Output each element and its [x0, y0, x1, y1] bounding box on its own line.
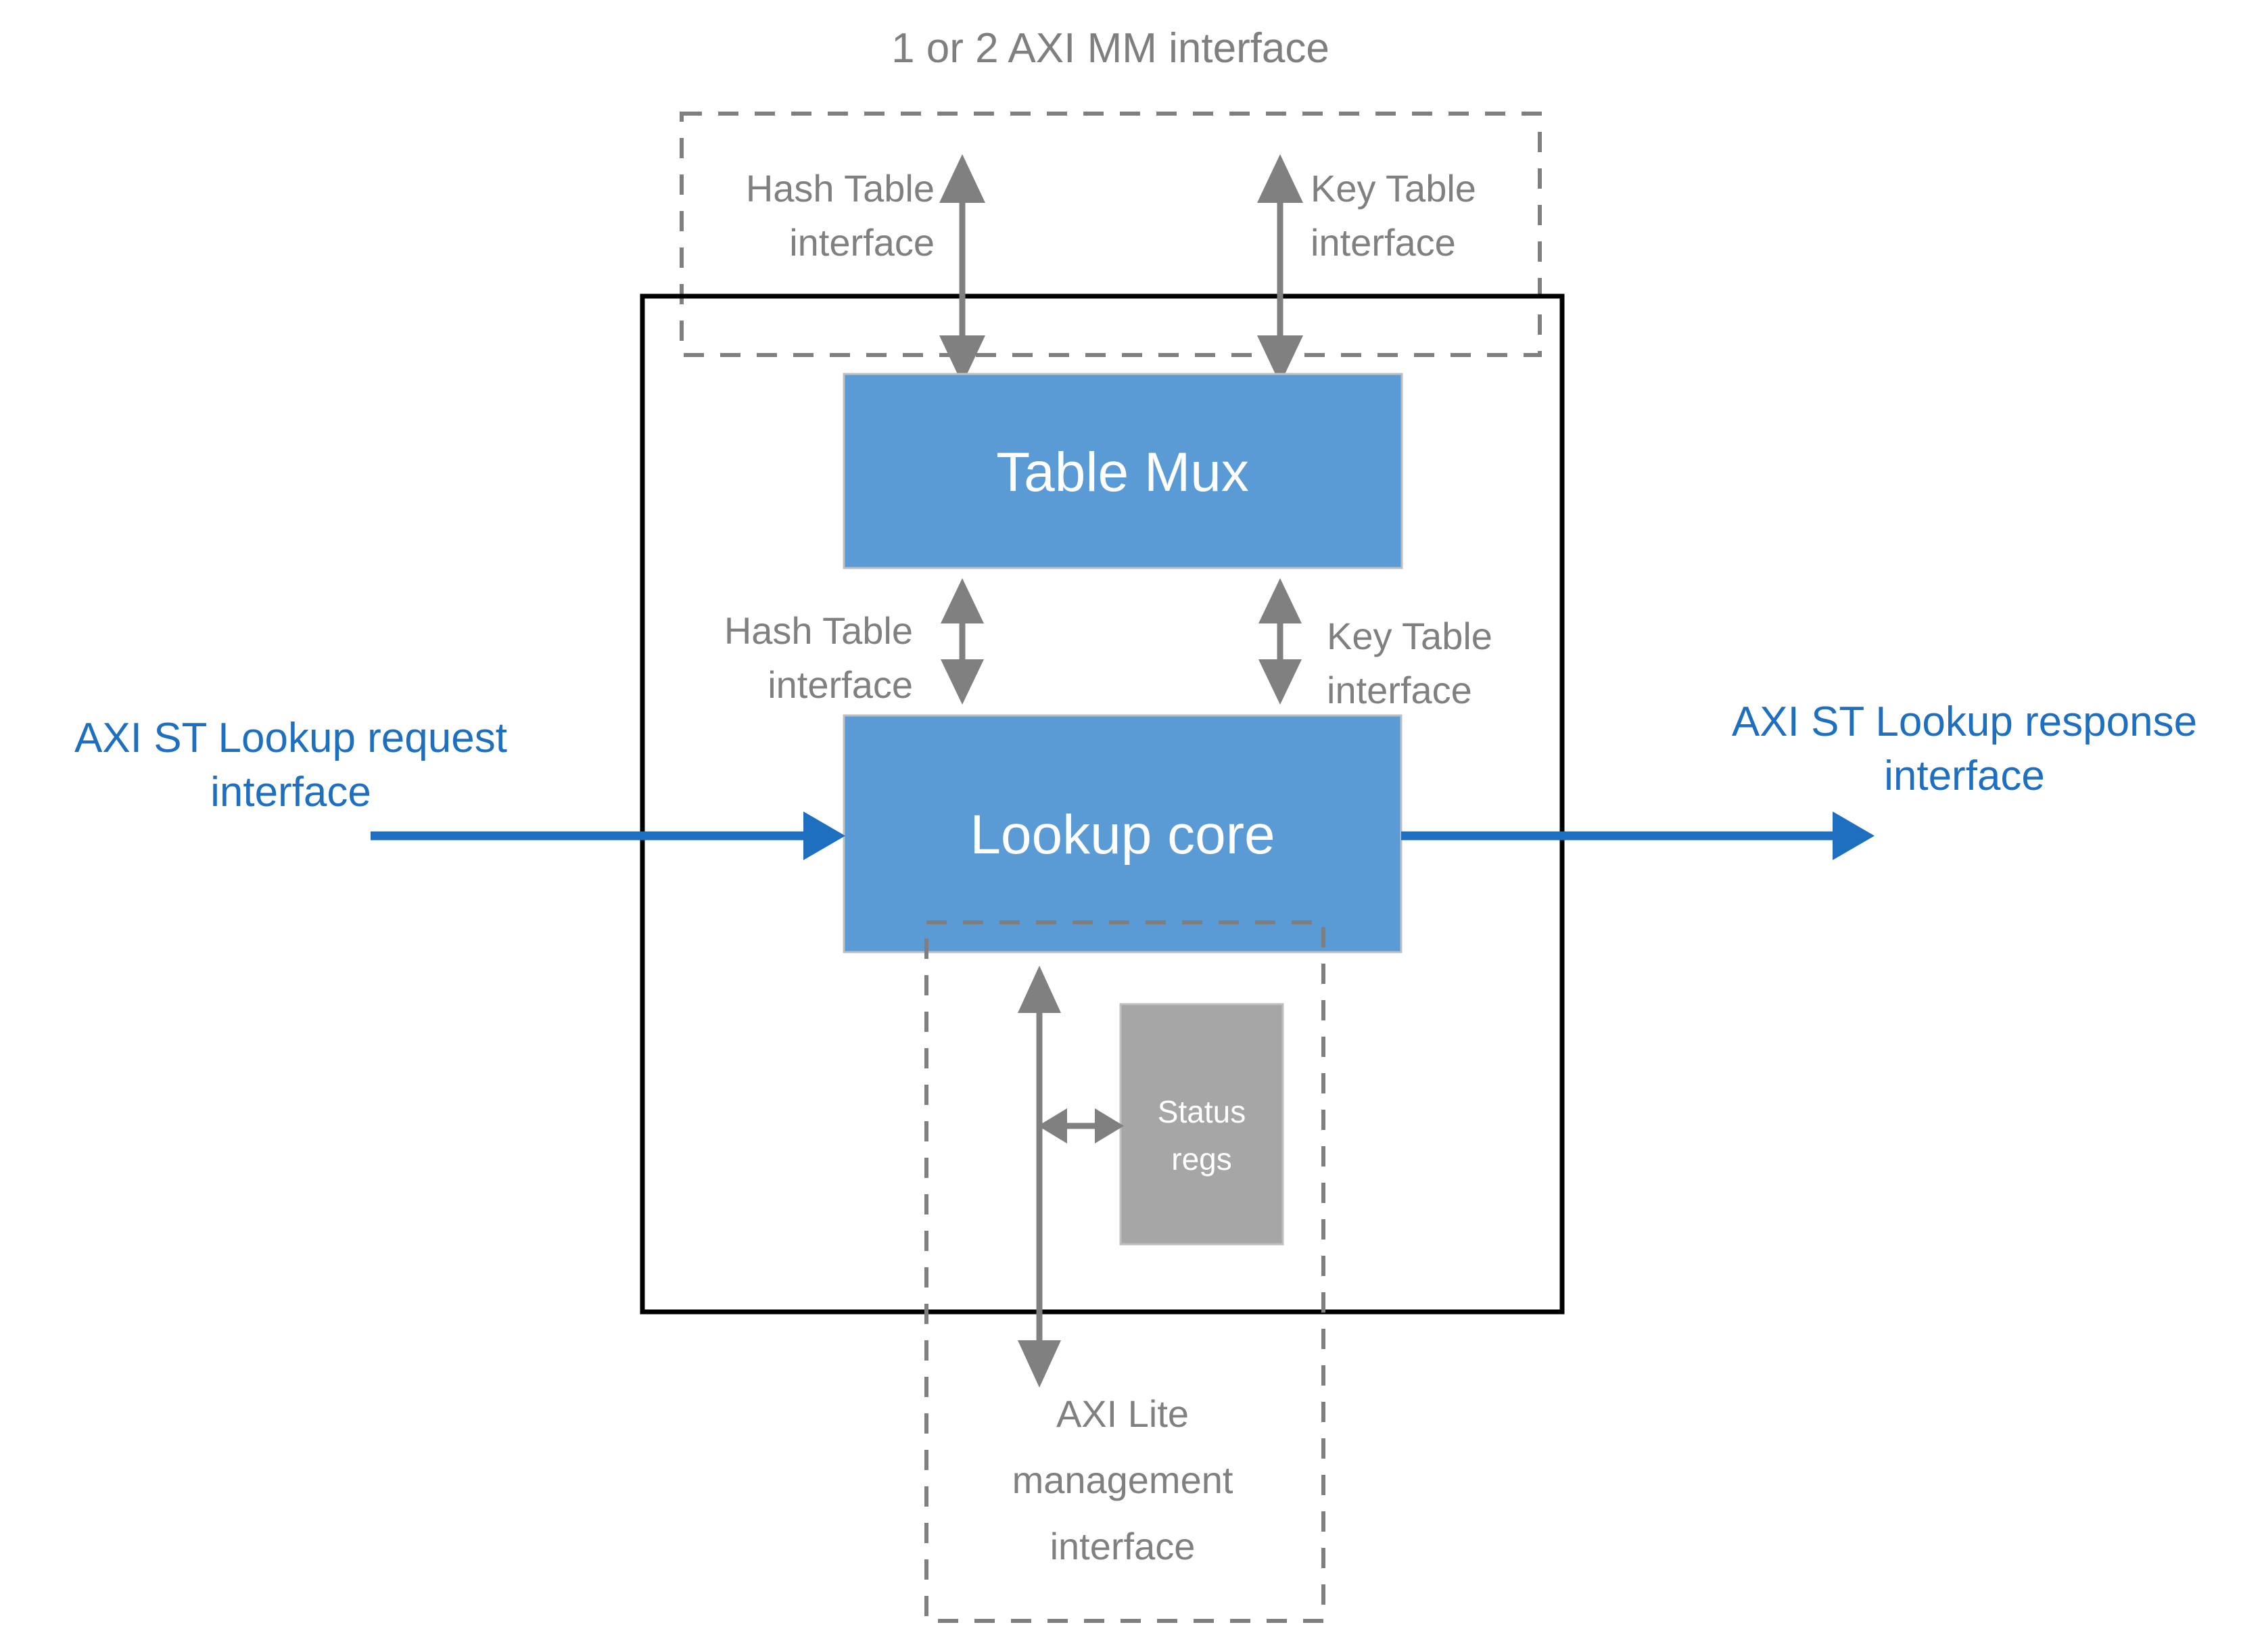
svg-text:AXI ST Lookup response: AXI ST Lookup response: [1732, 699, 2197, 745]
axi-lite-dashed-region: [924, 920, 1325, 1623]
axi-lite-label: AXI Lite management interface: [1012, 1392, 1233, 1567]
svg-text:management: management: [1012, 1459, 1233, 1501]
axi-st-request-arrow: [371, 811, 845, 860]
hash-table-mid-arrow: [941, 578, 984, 705]
status-regs-connector-arrow: [1038, 1108, 1124, 1143]
diagram-title: 1 or 2 AXI MM interface: [891, 25, 1329, 72]
svg-text:interface: interface: [210, 769, 371, 816]
svg-text:interface: interface: [768, 663, 913, 706]
svg-text:interface: interface: [1884, 753, 2045, 799]
svg-text:AXI Lite: AXI Lite: [1056, 1392, 1189, 1435]
lookup-core-block[interactable]: [843, 714, 1403, 953]
key-table-top-label: Key Table interface: [1311, 167, 1476, 264]
svg-text:Key Table: Key Table: [1311, 167, 1476, 210]
hash-table-top-label: Hash Table interface: [746, 167, 935, 264]
key-table-mid-arrow: [1258, 578, 1302, 705]
svg-text:interface: interface: [1050, 1525, 1196, 1567]
svg-text:AXI ST Lookup request: AXI ST Lookup request: [74, 715, 507, 761]
svg-text:interface: interface: [1327, 669, 1472, 711]
axi-lite-arrow: [1018, 966, 1061, 1388]
axi-st-request-label: AXI ST Lookup request interface: [74, 715, 507, 816]
hash-table-top-arrow: [939, 154, 985, 384]
lookup-core-label: Lookup core: [970, 804, 1275, 866]
key-table-mid-label: Key Table interface: [1327, 615, 1492, 711]
axi-st-response-label: AXI ST Lookup response interface: [1732, 699, 2197, 799]
svg-text:interface: interface: [789, 221, 935, 264]
svg-text:Hash Table: Hash Table: [724, 609, 913, 652]
table-mux-block[interactable]: [843, 373, 1403, 569]
axi-st-response-arrow: [1401, 811, 1875, 860]
status-regs-block[interactable]: [1119, 1003, 1284, 1246]
svg-text:Key Table: Key Table: [1327, 615, 1492, 657]
hash-table-mid-label: Hash Table interface: [724, 609, 913, 706]
svg-text:interface: interface: [1311, 221, 1456, 264]
status-regs-label-line2: regs: [1171, 1141, 1231, 1177]
table-mux-label: Table Mux: [996, 442, 1249, 503]
status-regs-label-line1: Status: [1158, 1094, 1246, 1129]
key-table-top-arrow: [1257, 154, 1303, 384]
module-outline: [640, 293, 1565, 1315]
svg-text:Hash Table: Hash Table: [746, 167, 935, 210]
